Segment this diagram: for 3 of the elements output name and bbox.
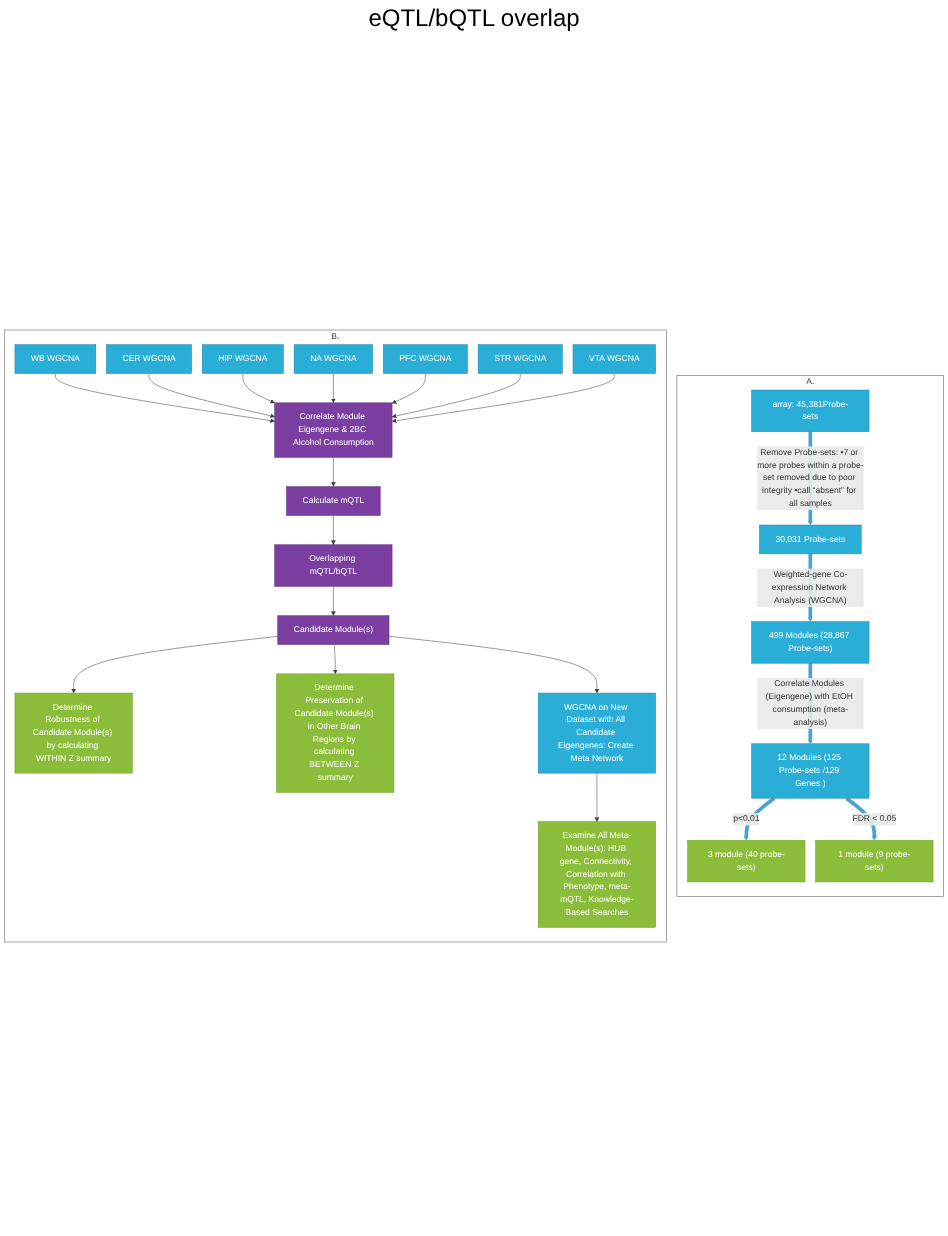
arrow (845, 796, 877, 841)
note-text: eQTL/bQTL overlap (368, 4, 580, 32)
arrow (743, 796, 776, 841)
